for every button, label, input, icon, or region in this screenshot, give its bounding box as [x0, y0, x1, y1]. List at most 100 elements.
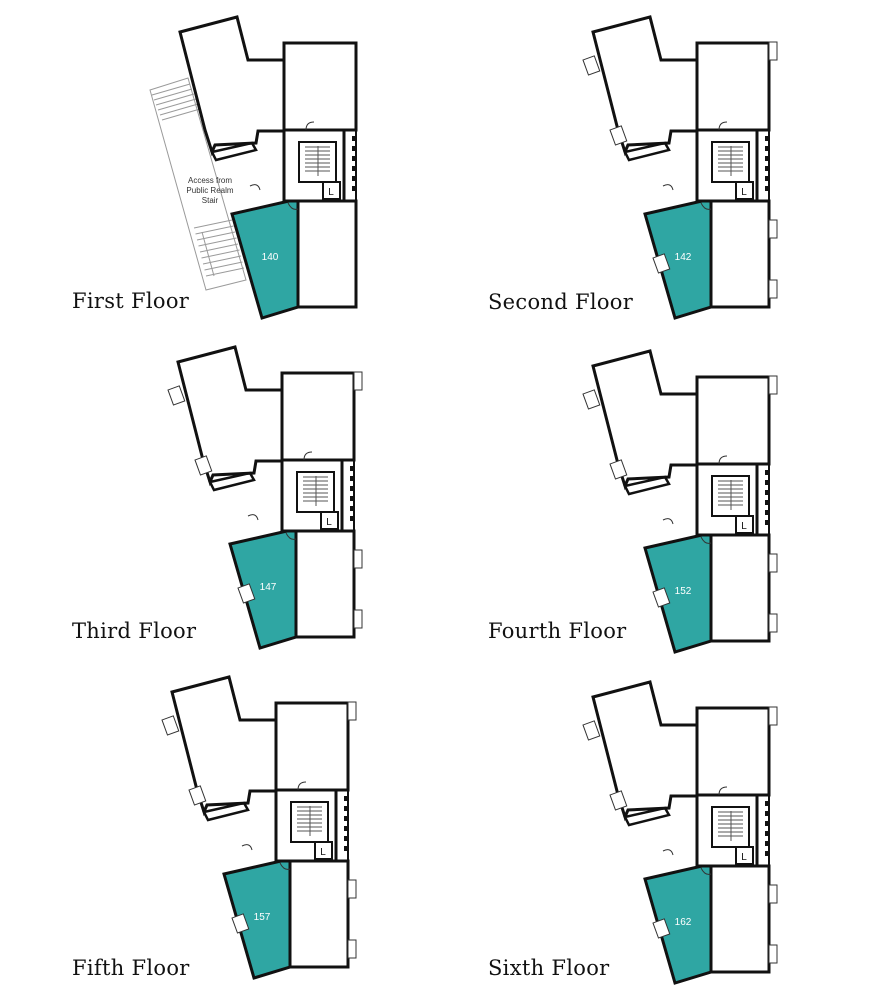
balcony — [353, 549, 363, 569]
balcony — [652, 587, 671, 608]
stair-box — [298, 141, 337, 183]
stair-tread — [155, 93, 195, 106]
lift-box — [314, 841, 333, 860]
stair-tread — [198, 237, 237, 247]
balcony — [768, 219, 778, 239]
stair-tread — [205, 267, 245, 277]
access-label-line: Public Realm — [186, 186, 233, 195]
unit-lower-right — [296, 199, 358, 309]
floor-label-second: Second Floor — [488, 290, 634, 314]
unit-lower-right — [288, 859, 350, 969]
corridor-notch — [623, 475, 671, 496]
unit-upper-left — [591, 349, 699, 491]
balcony — [194, 455, 213, 476]
highlighted-unit — [643, 199, 713, 320]
core-stair — [296, 471, 335, 513]
riser-mark — [352, 166, 356, 171]
balcony — [609, 459, 628, 480]
unit-lower-right — [294, 529, 356, 639]
riser-mark — [344, 826, 348, 831]
unit-number: 142 — [675, 252, 692, 263]
lift-symbol: L — [741, 852, 747, 863]
stair-tread — [204, 261, 243, 271]
unit-number: 152 — [675, 586, 692, 597]
lift-symbol: L — [326, 517, 332, 528]
riser-mark — [765, 821, 769, 826]
balcony — [609, 125, 628, 146]
balcony — [652, 918, 671, 939]
balcony — [347, 701, 357, 721]
riser-mark — [765, 146, 769, 151]
stair-box — [711, 141, 750, 183]
riser-mark — [765, 500, 769, 505]
unit-lower-right — [709, 199, 771, 309]
riser-mark — [344, 806, 348, 811]
stair-box — [290, 801, 329, 843]
floor-label-sixth: Sixth Floor — [488, 956, 610, 980]
lift-symbol: L — [741, 187, 747, 198]
door-swing — [297, 781, 307, 791]
door-swing — [303, 451, 313, 461]
stair-box — [711, 475, 750, 517]
riser-mark — [765, 811, 769, 816]
lift-box — [320, 511, 339, 530]
unit-number: 147 — [260, 582, 277, 593]
stair-tread — [151, 83, 191, 96]
riser-mark — [350, 506, 354, 511]
unit-upper-left — [591, 15, 699, 157]
lift-box — [735, 846, 754, 865]
floor-label-first: First Floor — [72, 289, 190, 313]
balcony — [167, 385, 186, 406]
riser-mark — [352, 156, 356, 161]
riser-mark — [765, 490, 769, 495]
riser-mark — [765, 801, 769, 806]
door-swing — [700, 536, 712, 544]
riser-mark — [350, 476, 354, 481]
unit-upper-left — [170, 675, 278, 817]
floor-label-third: Third Floor — [72, 619, 197, 643]
door-swing — [247, 514, 259, 521]
lift-box — [322, 181, 341, 200]
stair-tread — [161, 108, 201, 121]
stair-box — [296, 471, 335, 513]
riser-mark — [350, 486, 354, 491]
stair-box — [711, 806, 750, 848]
riser-mark — [350, 516, 354, 521]
unit-upper-right — [695, 375, 771, 466]
balcony — [768, 375, 778, 395]
riser-mark — [352, 136, 356, 141]
balcony — [582, 389, 601, 410]
floor-plan-2: L 142 — [582, 15, 778, 320]
door-swing — [662, 518, 674, 525]
riser-mark — [765, 166, 769, 171]
unit-upper-right — [695, 41, 771, 132]
lift-box — [735, 181, 754, 200]
balcony — [768, 944, 778, 964]
lift-box — [735, 515, 754, 534]
riser-mark — [765, 510, 769, 515]
unit-lower-right — [709, 864, 771, 974]
lift-symbol: L — [741, 521, 747, 532]
stair-tread — [199, 243, 239, 253]
floor-plan-3: L 147 — [167, 345, 363, 650]
unit-number: 157 — [254, 912, 271, 923]
door-swing — [285, 532, 297, 540]
unit-upper-right — [695, 706, 771, 797]
door-swing — [305, 121, 315, 131]
stair-tread — [201, 249, 240, 259]
balcony — [768, 884, 778, 904]
core-stair — [290, 801, 329, 843]
balcony — [582, 720, 601, 741]
riser-mark — [765, 520, 769, 525]
door-swing — [249, 184, 261, 191]
door-swing — [700, 202, 712, 210]
door-swing — [718, 121, 728, 131]
balcony — [768, 613, 778, 633]
balcony — [161, 715, 180, 736]
riser-mark — [344, 816, 348, 821]
balcony — [237, 583, 256, 604]
core-stair — [298, 141, 337, 183]
